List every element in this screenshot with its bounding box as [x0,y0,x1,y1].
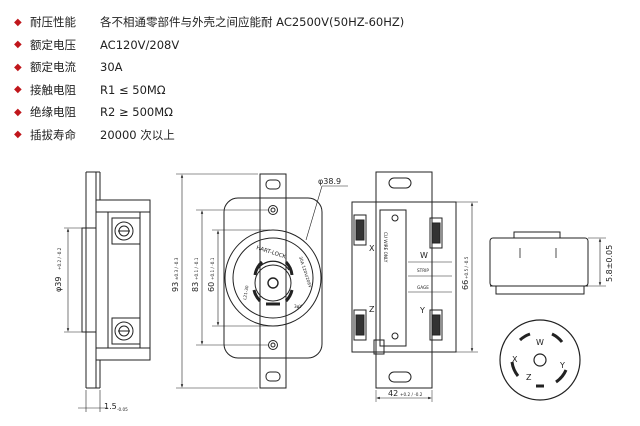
rear-label-gage: GAGE [417,285,429,290]
dim-1-5: 1.5 [104,402,117,411]
spec-row: ◆ 接触电阻 R1 ≤ 50MΩ [14,79,404,102]
plug-face [499,319,581,401]
dim-66-tol: +0.5 / -0.5 [464,256,469,279]
bullet-icon: ◆ [14,16,22,28]
spec-row: ◆ 额定电流 30A [14,56,404,79]
dim-60-tol: +0.1 / -0.1 [210,257,215,280]
dim-phi39: φ39 [54,277,63,292]
spec-row: ◆ 额定电压 AC120V/208V [14,34,404,57]
spec-value: 30A [100,60,123,75]
dim-83: 83 [191,282,200,292]
dim-66: 66 [461,280,470,290]
spec-value: 各不相通零部件与外壳之间应能耐 AC2500V(50HZ-60HZ) [100,15,405,30]
dim-42-tol: +0.2 / -0.2 [400,392,423,397]
face-label-rating: 30A 120V/208V [298,256,313,289]
spec-value: 20000 次以上 [100,127,175,142]
spec-label: 插拔寿命 [30,127,76,142]
dim-93-tol: ±0.3 / -0.3 [174,257,179,280]
rear-label-y: Y [419,306,425,315]
dim-83-tol: +0.1 / -0.1 [194,257,199,280]
rear-label-z: Z [369,305,375,314]
rear-view [351,171,478,402]
bullet-icon: ◆ [14,106,22,118]
front-view [176,173,348,389]
dim-1-5-tol: -0.05 [117,407,128,412]
rear-label-strip: STRIP [417,268,429,273]
bullet-icon: ◆ [14,84,22,96]
spec-row: ◆ 耐压性能 各不相通零部件与外壳之间应能耐 AC2500V(50HZ-60HZ) [14,11,404,34]
bullet-icon: ◆ [14,129,22,141]
dim-phi38-9: φ38.9 [318,177,341,186]
face-label-phase: 3φY [294,304,302,309]
pin-label-z: Z [526,373,532,382]
dim-42: 42 [388,389,398,398]
bullet-icon: ◆ [14,61,22,73]
profile-view [489,231,606,295]
pin-label-x: X [512,355,518,364]
rear-label-x: X [369,244,375,253]
spec-value: R2 ≥ 500MΩ [100,105,173,120]
spec-list: ◆耐压性能各不相通零部件与外壳之间应能耐 AC2500V(50HZ-60HZ) … [14,11,404,146]
spec-label: 耐压性能 [30,15,76,30]
spec-row: ◆ 绝缘电阻 R2 ≥ 500MΩ [14,101,404,124]
dim-93: 93 [171,282,180,292]
spec-label: 额定电流 [30,60,76,75]
spec-row: ◆ 插拔寿命 20000 次以上 [14,124,404,147]
side-view [64,171,151,412]
rear-label-w: W [420,251,428,260]
spec-label: 接触电阻 [30,82,76,97]
bullet-icon: ◆ [14,39,22,51]
spec-label: 绝缘电阻 [30,105,76,120]
spec-value: AC120V/208V [100,37,180,52]
dim-60: 60 [207,282,216,292]
dim-phi39-tol: +0.2 / -0.2 [57,247,62,270]
dim-5-8: 5.8±0.05 [605,245,614,282]
rear-label-cu-wire: CU WIRE ONLY [383,232,388,263]
pin-label-y: Y [559,361,565,370]
pin-label-w: W [536,338,544,347]
spec-label: 额定电压 [30,37,76,52]
face-label-l21: L21-30 [242,285,250,300]
spec-value: R1 ≤ 50MΩ [100,82,166,97]
